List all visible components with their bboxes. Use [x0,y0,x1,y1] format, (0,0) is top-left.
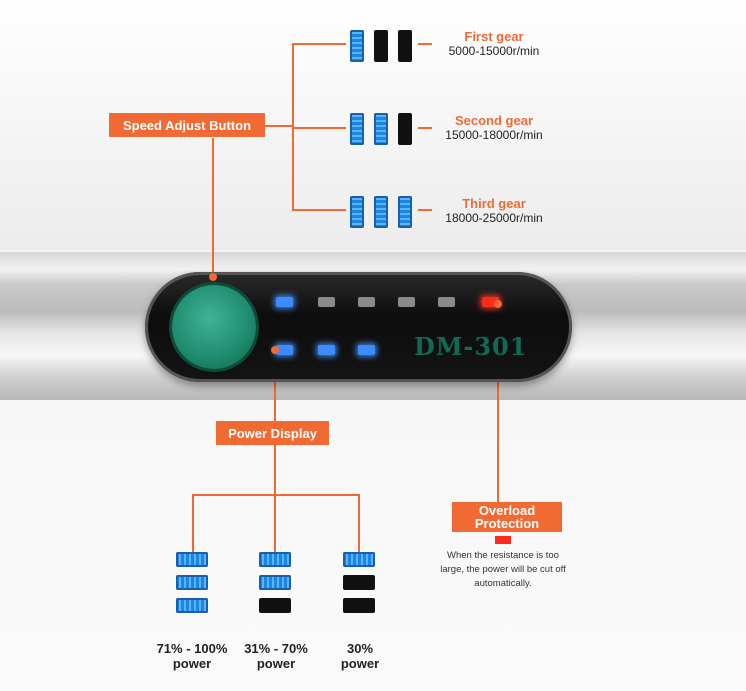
gear-cell-lit [350,30,364,62]
connector-line [262,125,294,127]
led-indicator [276,297,293,307]
led-indicator [438,297,455,307]
connector-dot [271,346,279,354]
power-cell-unlit [343,575,375,590]
connector-line [418,127,432,129]
power-range: 30% [346,641,374,656]
gear-rpm: 5000-15000r/min [448,44,540,58]
gear-name: Second gear [454,113,534,128]
connector-line [292,43,346,45]
power-low-label: 30% power [306,641,414,671]
gear-cell-lit [374,113,388,145]
power-cell-lit [259,552,291,567]
gear-name: Third gear [462,196,526,211]
connector-line [274,444,276,496]
connector-dot [494,300,502,308]
power-cell-lit [176,598,208,613]
power-low-icon [343,552,375,613]
gear-cell-lit [350,113,364,145]
overload-indicator-icon [495,536,511,544]
connector-dot [209,273,217,281]
power-range: 31% - 70% [244,641,308,656]
third-gear-text: Third gear 18000-25000r/min [434,196,554,226]
overload-protection-tag: Overload Protection [452,502,562,532]
model-label: DM-301 [414,332,528,361]
power-unit: power [256,656,296,671]
second-gear-text: Second gear 15000-18000r/min [434,113,554,143]
connector-line [274,494,276,552]
second-gear-icon [350,113,412,145]
speed-adjust-knob[interactable] [172,285,256,369]
led-indicator [318,297,335,307]
connector-line [274,352,276,422]
power-range: 71% - 100% [156,641,228,656]
overload-led [482,297,499,307]
connector-line [292,127,346,129]
gear-cell-lit [350,196,364,228]
led-indicator [358,297,375,307]
gear-rpm: 18000-25000r/min [445,211,543,225]
power-cell-lit [176,552,208,567]
power-cell-unlit [259,598,291,613]
power-display-tag: Power Display [216,421,329,445]
connector-line [497,305,499,503]
gear-cell-unlit [374,30,388,62]
led-indicator [318,345,335,355]
first-gear-icon [350,30,412,62]
gear-cell-lit [398,196,412,228]
gear-cell-unlit [398,113,412,145]
gear-rpm: 15000-18000r/min [445,128,543,142]
background-bottom [0,400,746,691]
led-indicator [398,297,415,307]
first-gear-text: First gear 5000-15000r/min [434,29,554,59]
connector-line [418,209,432,211]
connector-line [358,494,360,552]
connector-line [212,138,214,278]
led-indicator [358,345,375,355]
connector-line [192,494,194,552]
power-cell-lit [259,575,291,590]
gear-cell-lit [374,196,388,228]
power-unit: power [172,656,212,671]
power-cell-lit [176,575,208,590]
power-high-icon [176,552,208,613]
led-indicator [276,345,293,355]
power-medium-icon [259,552,291,613]
power-cell-lit [343,552,375,567]
connector-line [418,43,432,45]
power-unit: power [340,656,380,671]
connector-line [192,494,360,496]
connector-line [292,209,346,211]
power-medium-label: 31% - 70% power [222,641,330,671]
power-high-label: 71% - 100% power [138,641,246,671]
speed-adjust-tag: Speed Adjust Button [109,113,265,137]
gear-name: First gear [464,29,524,44]
third-gear-icon [350,196,412,228]
gear-cell-unlit [398,30,412,62]
overload-description: When the resistance is too large, the po… [440,550,566,589]
power-cell-unlit [343,598,375,613]
